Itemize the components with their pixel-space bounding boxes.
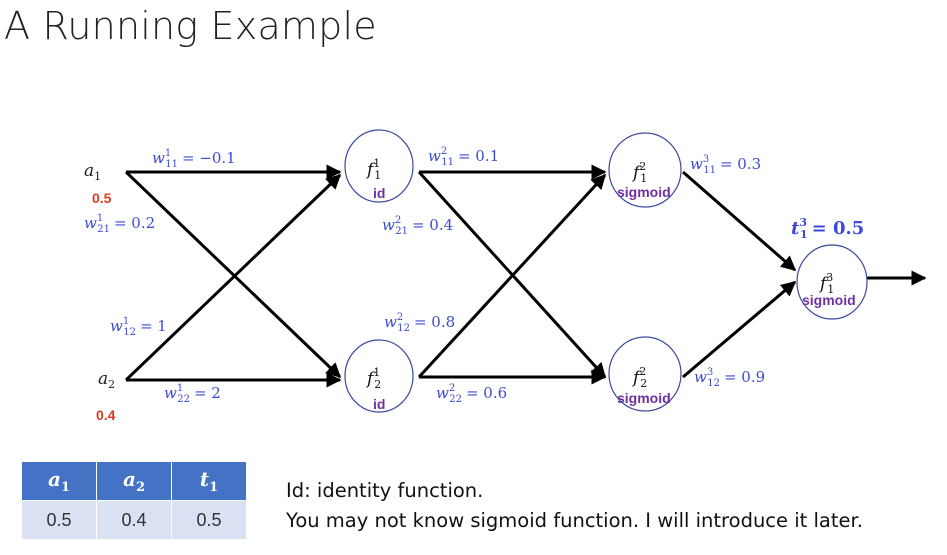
svg-text:f11: f11 <box>365 157 381 182</box>
input-a2-label: a2 <box>98 369 115 391</box>
svg-text:f12: f12 <box>365 366 381 391</box>
activation-label: sigmoid <box>617 184 671 200</box>
table-cell: 0.5 <box>22 500 97 539</box>
svg-text:f31: f31 <box>818 271 834 296</box>
svg-text:f22: f22 <box>631 365 647 390</box>
note-identity: Id: identity function. <box>286 479 484 502</box>
table-header: t1 <box>171 462 247 501</box>
slide-title: A Running Example <box>4 4 377 48</box>
edge-a2-f11 <box>124 173 342 382</box>
edge-f21-f31 <box>682 170 797 272</box>
table-header: a1 <box>22 462 97 501</box>
table-cell: 0.5 <box>171 500 247 539</box>
input-a1-value: 0.5 <box>92 190 112 206</box>
table-cell: 0.4 <box>96 500 172 539</box>
note-sigmoid: You may not know sigmoid function. I wil… <box>286 509 863 532</box>
edge-f22-f31 <box>682 280 797 379</box>
notes: Id: identity function. You may not know … <box>286 476 863 536</box>
table-header: a2 <box>96 462 172 501</box>
activation-label: sigmoid <box>802 292 856 308</box>
table-header-row: a1 a2 t1 <box>22 462 247 501</box>
table-row: 0.5 0.4 0.5 <box>22 500 247 539</box>
data-table: a1 a2 t1 0.5 0.4 0.5 <box>22 462 247 539</box>
activation-label: sigmoid <box>617 390 671 406</box>
activation-label: id <box>373 185 385 201</box>
input-a2-value: 0.4 <box>96 407 116 423</box>
activation-label: id <box>373 396 385 412</box>
edge-f12-f21 <box>417 173 607 379</box>
svg-text:f21: f21 <box>631 160 647 185</box>
edge-a1-f12 <box>124 170 342 379</box>
input-a1-label: a1 <box>84 161 101 183</box>
